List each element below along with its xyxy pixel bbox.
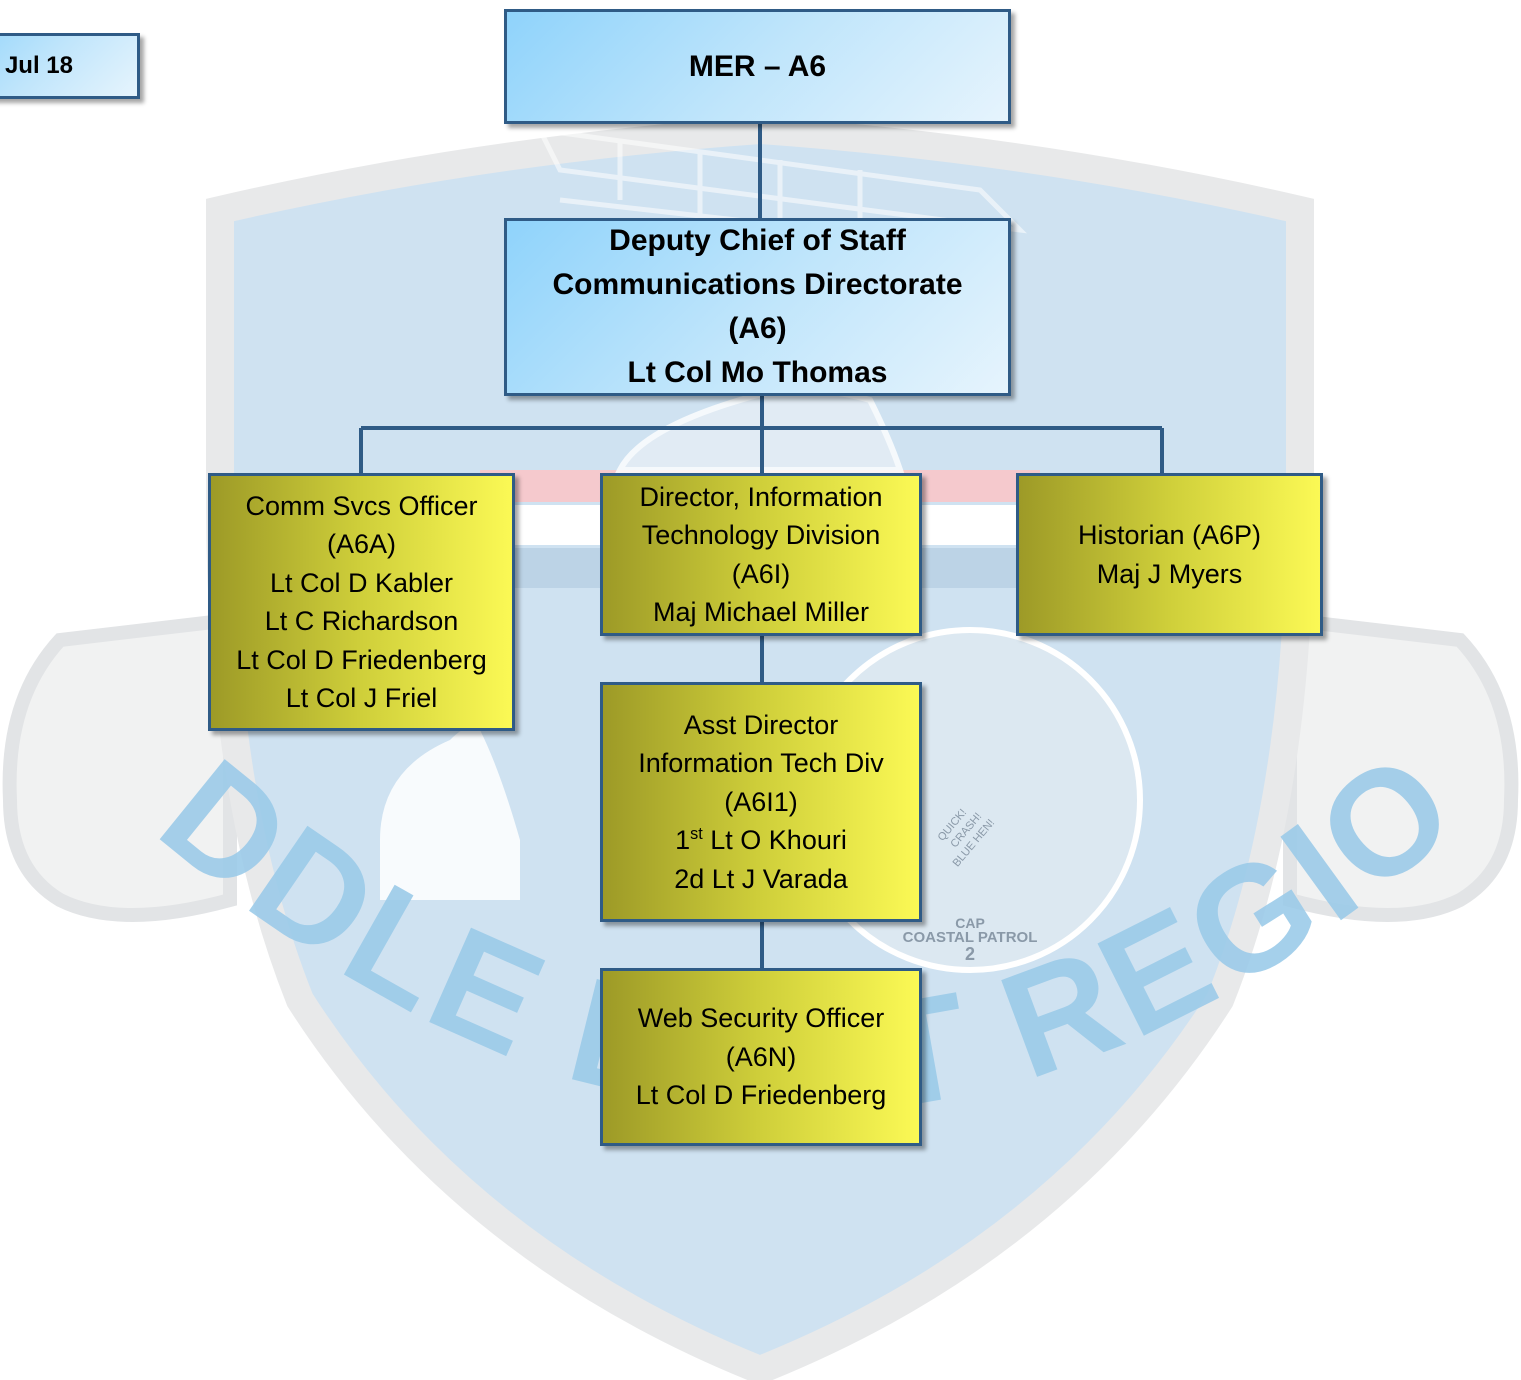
date-box: Jul 18 <box>0 33 140 99</box>
dcs-directorate: Communications Directorate <box>552 268 963 301</box>
dcs-title: Deputy Chief of Staff <box>609 224 906 257</box>
it-code: (A6I) <box>731 558 791 589</box>
connector-lines <box>359 123 1164 968</box>
emblem-number-text: 2 <box>965 944 975 964</box>
asst-title-line1: Asst Director <box>683 709 839 740</box>
comm-member: Lt C Richardson <box>264 606 459 636</box>
web-security-box: Web Security Officer (A6N) Lt Col D Frie… <box>600 968 922 1146</box>
historian-box: Historian (A6P) Maj J Myers <box>1016 473 1323 636</box>
asst-code: (A6I1) <box>724 786 798 817</box>
it-name: Maj Michael Miller <box>652 597 870 627</box>
comm-svcs-box: Comm Svcs Officer (A6A) Lt Col D Kabler … <box>208 473 515 731</box>
capitol-dome <box>380 726 520 900</box>
date-label: Jul 18 <box>4 52 73 79</box>
it-division-box: Director, Information Technology Divisio… <box>600 473 922 636</box>
emblem-cap-text: CAP <box>955 915 985 931</box>
comm-member: Lt Col J Friel <box>285 683 438 713</box>
ribbon-left <box>2 612 237 922</box>
historian-name: Maj J Myers <box>1096 558 1243 589</box>
org-root-box: MER – A6 <box>504 9 1011 124</box>
asst-title-line2: Information Tech Div <box>638 748 884 779</box>
dcs-box: Deputy Chief of Staff Communications Dir… <box>504 218 1011 396</box>
comm-code: (A6A) <box>326 529 397 559</box>
asst-member-2: 2d Lt J Varada <box>674 863 848 894</box>
asst-member-1: 1st Lt O Khouri <box>675 825 847 856</box>
comm-member: Lt Col D Friedenberg <box>236 644 487 675</box>
it-title-line2: Technology Division <box>641 520 881 550</box>
it-title-line1: Director, Information <box>639 481 883 512</box>
historian-title: Historian (A6P) <box>1077 520 1262 550</box>
comm-title: Comm Svcs Officer <box>245 490 478 521</box>
web-name: Lt Col D Friedenberg <box>635 1080 887 1111</box>
comm-member: Lt Col D Kabler <box>269 567 454 598</box>
org-root-label: MER – A6 <box>688 49 827 83</box>
asst-director-box: Asst Director Information Tech Div (A6I1… <box>600 682 922 922</box>
ribbon-right <box>1283 612 1519 922</box>
dcs-name: Lt Col Mo Thomas <box>627 356 888 389</box>
dcs-code: (A6) <box>728 312 787 345</box>
web-code: (A6N) <box>725 1041 797 1072</box>
emblem-coastal-text: COASTAL PATROL <box>903 929 1038 946</box>
web-title: Web Security Officer <box>637 1003 885 1034</box>
